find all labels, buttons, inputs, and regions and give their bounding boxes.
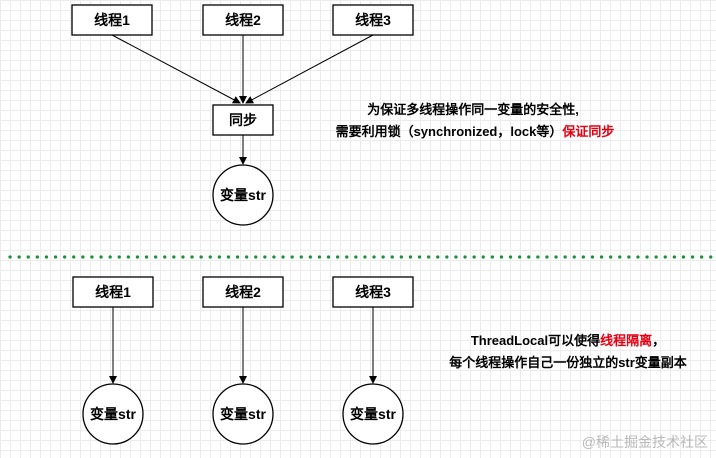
- top-thread-3-label: 线程3: [355, 12, 391, 28]
- bottom-note-line1: ThreadLocal可以使得线程隔离，: [471, 333, 665, 348]
- bottom-variable-circle-2: 变量str: [212, 383, 274, 445]
- bottom-variable-label-2: 变量str: [220, 406, 266, 422]
- bottom-thread-1-box: 线程1: [72, 276, 154, 308]
- bottom-note-line1-highlight: 线程隔离: [600, 333, 652, 348]
- top-variable-label: 变量str: [220, 187, 266, 203]
- watermark: @稀土掘金技术社区: [582, 434, 708, 450]
- arrow-thread1-to-sync: [111, 34, 241, 104]
- sync-box: 同步: [212, 104, 274, 136]
- bottom-variable-circle-3: 变量str: [342, 383, 404, 445]
- bottom-thread-3-label: 线程3: [355, 284, 391, 300]
- top-thread-3-box: 线程3: [332, 4, 414, 36]
- bottom-thread-3-box: 线程3: [332, 276, 414, 308]
- bottom-thread-2-label: 线程2: [225, 284, 261, 300]
- top-note-line2: 需要利用锁（synchronized，lock等）保证同步: [336, 124, 615, 139]
- sync-label: 同步: [229, 112, 257, 128]
- top-note-line2-prefix: 需要利用锁（synchronized，lock等）: [336, 124, 563, 139]
- bottom-variable-label-1: 变量str: [90, 406, 136, 422]
- bottom-note-line1-prefix: ThreadLocal可以使得: [471, 333, 600, 348]
- bottom-thread-2-box: 线程2: [202, 276, 284, 308]
- top-variable-circle: 变量str: [212, 164, 274, 226]
- bottom-note-line2: 每个线程操作自己一份独立的str变量副本: [449, 355, 687, 370]
- top-note-line2-highlight: 保证同步: [561, 124, 614, 139]
- bottom-thread-1-label: 线程1: [95, 284, 131, 300]
- arrow-thread3-to-sync: [245, 34, 374, 104]
- bottom-variable-label-3: 变量str: [350, 406, 396, 422]
- top-thread-2-box: 线程2: [202, 4, 284, 36]
- top-thread-1-label: 线程1: [94, 12, 130, 28]
- top-note-line1: 为保证多线程操作同一变量的安全性,: [367, 102, 579, 117]
- bottom-note-line1-suffix: ，: [652, 333, 665, 348]
- top-thread-1-box: 线程1: [71, 4, 153, 36]
- bottom-variable-circle-1: 变量str: [82, 383, 144, 445]
- top-thread-2-label: 线程2: [225, 12, 261, 28]
